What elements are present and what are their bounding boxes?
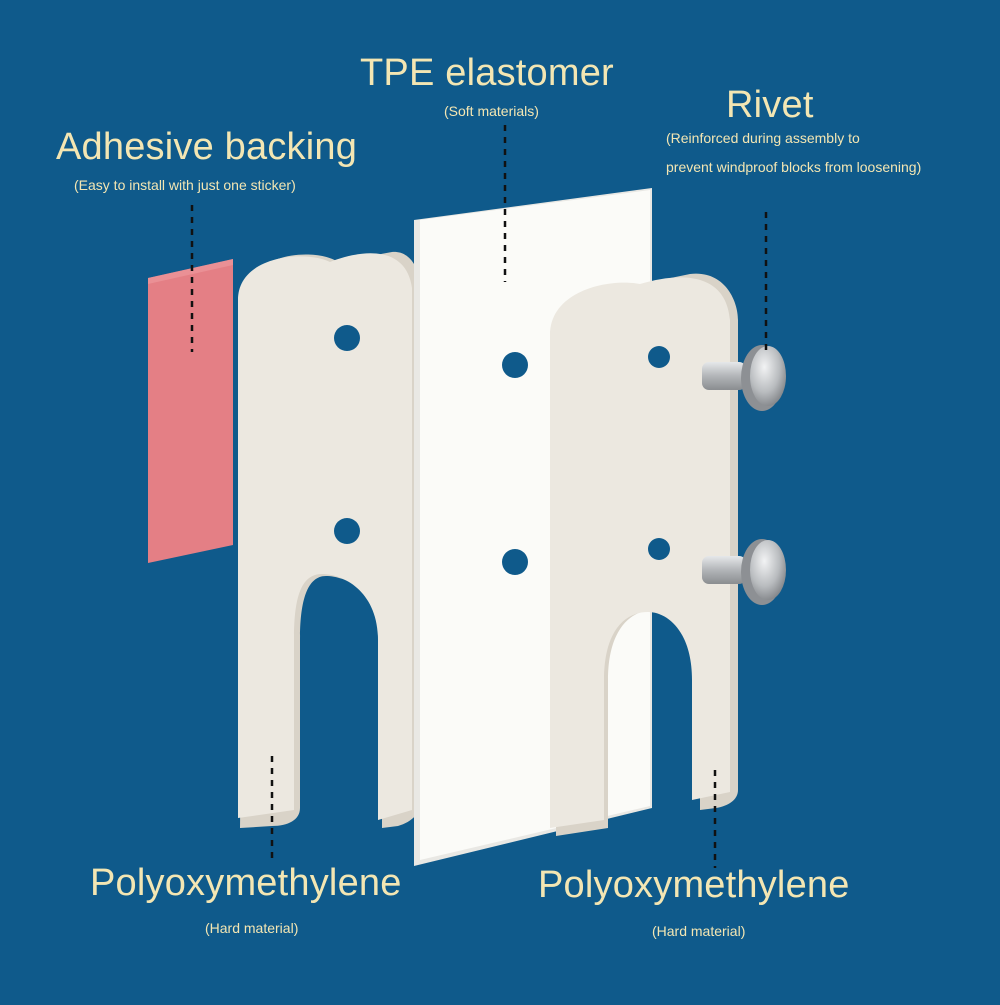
rivet-subtitle-line1: (Reinforced during assembly to: [666, 130, 860, 146]
pom-part-right: [550, 273, 738, 836]
rivet-title: Rivet: [726, 84, 814, 126]
adhesive-backing-strip: [148, 259, 233, 563]
pom-left-title: Polyoxymethylene: [90, 862, 402, 904]
mounting-hole: [334, 325, 360, 351]
rivet-lower: [702, 539, 786, 605]
rivet-subtitle: (Reinforced during assembly to prevent w…: [666, 124, 921, 182]
pom-right-title: Polyoxymethylene: [538, 864, 850, 906]
rivet-upper: [702, 345, 786, 411]
mounting-hole: [648, 346, 670, 368]
rivet-subtitle-line2: prevent windproof blocks from loosening): [666, 159, 922, 175]
mounting-hole: [502, 352, 528, 378]
tpe-elastomer-subtitle: (Soft materials): [444, 103, 539, 119]
pom-part-left: [238, 251, 422, 829]
adhesive-backing-title: Adhesive backing: [56, 126, 358, 168]
mounting-hole: [502, 549, 528, 575]
tpe-elastomer-title: TPE elastomer: [360, 52, 614, 94]
mounting-hole: [648, 538, 670, 560]
mounting-hole: [334, 518, 360, 544]
pom-right-subtitle: (Hard material): [652, 923, 746, 939]
pom-left-subtitle: (Hard material): [205, 920, 299, 936]
adhesive-backing-subtitle: (Easy to install with just one sticker): [74, 177, 296, 193]
